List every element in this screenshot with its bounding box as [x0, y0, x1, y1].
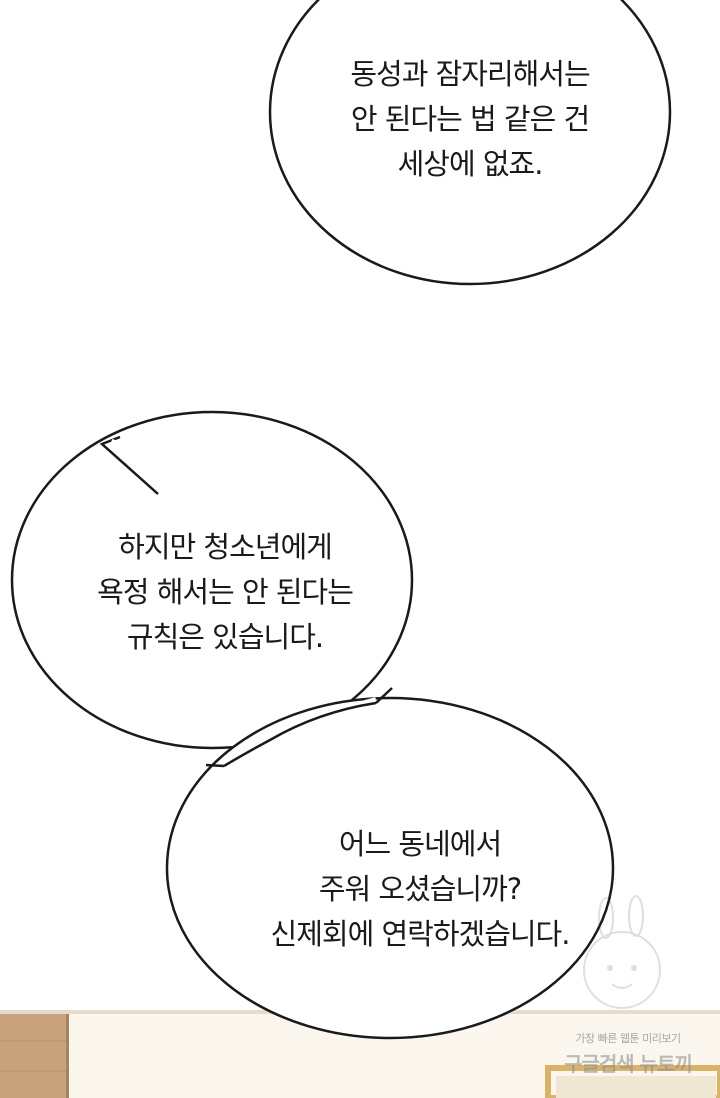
dialogue-line: 욕정 해서는 안 된다는 [97, 575, 354, 609]
watermark: 가장 빠른 웹툰 미리보기 구글검색 뉴토끼 [548, 1030, 708, 1077]
dialogue-line: 어느 동네에서 [338, 827, 502, 861]
speech-bubble-1 [268, 0, 672, 286]
speech-bubble-3-text: 어느 동네에서 주워 오셨습니까? 신제회에 연락하겠습니다. [200, 822, 640, 957]
speech-bubble-2 [10, 410, 414, 750]
dialogue-line: 세상에 없죠. [397, 147, 544, 181]
watermark-tagline: 가장 빠른 웹툰 미리보기 [575, 1032, 681, 1045]
dialogue-line: 안 된다는 법 같은 건 [350, 102, 590, 136]
dialogue-line: 동성과 잠자리해서는 [350, 57, 590, 91]
dialogue-line: 규칙은 있습니다. [126, 620, 324, 654]
dialogue-line: 주워 오셨습니까? [318, 872, 522, 906]
watermark-site: 구글검색 뉴토끼 [564, 1052, 693, 1076]
speech-bubble-3 [165, 696, 615, 1040]
speech-bubble-2-text: 하지만 청소년에게 욕정 해서는 안 된다는 규칙은 있습니다. [40, 525, 410, 660]
watermark-mascot-icon [583, 895, 661, 1009]
dialogue-line: 신제회에 연락하겠습니다. [270, 917, 571, 951]
speech-bubble-1-text: 동성과 잠자리해서는 안 된다는 법 같은 건 세상에 없죠. [270, 52, 670, 187]
dialogue-line: 하지만 청소년에게 [118, 530, 333, 564]
